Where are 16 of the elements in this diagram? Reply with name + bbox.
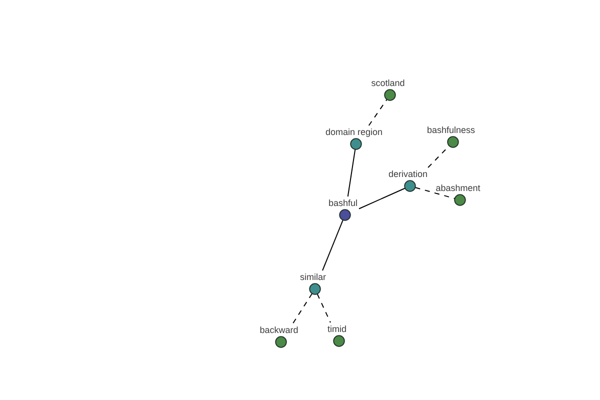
node-label: similar — [300, 272, 326, 282]
connector-line — [358, 188, 406, 210]
node-label: bashful — [328, 198, 358, 208]
node-label: timid — [328, 324, 346, 334]
connector-line — [322, 220, 344, 271]
dashed-connector — [368, 99, 388, 126]
node-label: domain region — [325, 127, 383, 137]
node-label: abashment — [436, 183, 480, 193]
dashed-connector — [292, 293, 313, 324]
node-label: scotland — [371, 78, 405, 88]
dashed-connector — [414, 186, 456, 200]
node-label: derivation — [388, 169, 428, 179]
node-label: backward — [260, 325, 298, 335]
connector-line — [347, 148, 356, 197]
dashed-connector — [316, 294, 331, 323]
node-label: bashfulness — [426, 125, 476, 135]
